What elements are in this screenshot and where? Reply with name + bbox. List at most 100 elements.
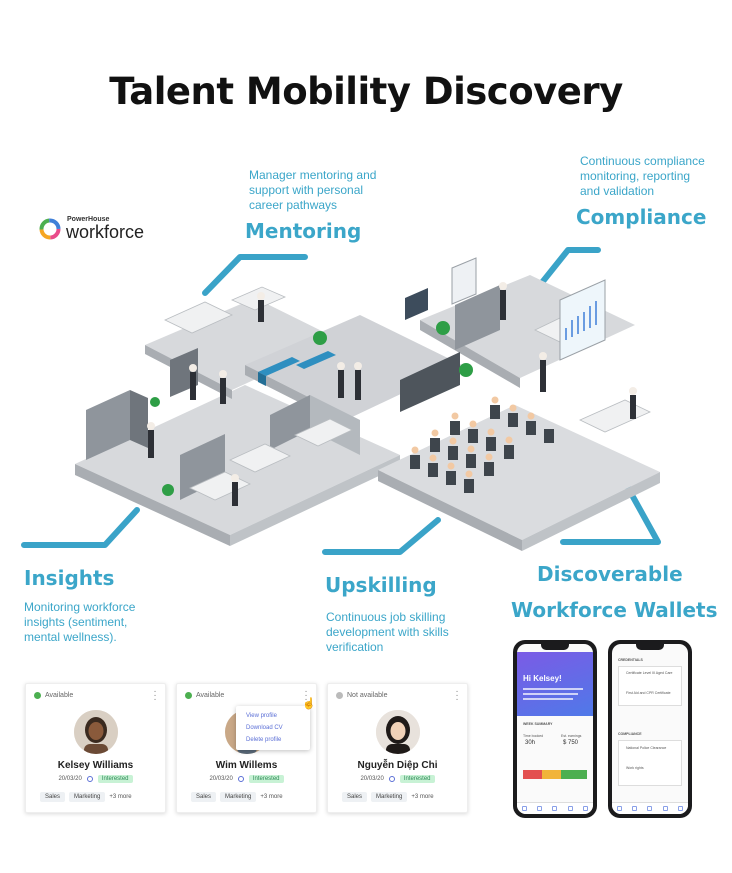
logo-big-text: workforce [66,222,145,242]
compliance-item[interactable]: Work rights [626,766,644,770]
calendar-tab-icon[interactable] [647,806,653,811]
more-tags-link[interactable]: +3 more [260,794,283,800]
profile-meta: 20/03/20 Interested [177,775,316,783]
status-badge: Interested [399,775,435,783]
page-title: Talent Mobility Discovery [109,70,623,113]
lounge [258,351,336,386]
menu-item-view-profile[interactable]: View profile [246,713,277,719]
phone-screen: CREDENTIALS Certificate Level III Aged C… [612,644,688,814]
tag: Sales [40,792,66,802]
status-badge: Interested [248,775,284,783]
upskilling-heading: Upskilling [325,573,437,597]
compliance-list [618,740,682,786]
availability-status: Available [34,692,73,699]
availability-status: Available [185,692,224,699]
tag: Sales [342,792,368,802]
desks [164,286,651,501]
phone-screen: Hi Kelsey! WEEK SUMMARY Time booked 30h … [517,644,593,814]
home-tab-icon[interactable] [617,806,623,811]
tag: Sales [191,792,217,802]
upskilling-description: Continuous job skilling development with… [326,610,449,654]
profile-card-kelsey[interactable]: Available ··· Kelsey Williams 20/03/20 I… [25,683,166,813]
phone-dashboard: Hi Kelsey! WEEK SUMMARY Time booked 30h … [513,640,597,818]
profile-name: Wim Willems [215,760,278,771]
menu-item-delete-profile[interactable]: Delete profile [246,737,282,743]
tag: Marketing [220,792,257,802]
credentials-list [618,666,682,706]
logo-ring-icon [39,218,61,239]
pointer-cursor-icon: ☝ [302,698,316,710]
bottom-tab-bar [517,802,593,814]
tag: Marketing [371,792,408,802]
credential-item[interactable]: First Aid and CPR Certificate [626,691,671,695]
classroom-chairs [410,405,554,493]
avatar-portrait-icon [376,710,420,754]
profile-name: Kelsey Williams [57,760,134,771]
profile-meta: 20/03/20 Interested [26,775,165,783]
skill-tags: Sales Marketing +3 more [191,792,283,802]
wallets-heading-line2: Workforce Wallets [511,598,718,622]
avatar-portrait-icon [74,710,118,754]
more-tags-link[interactable]: +3 more [411,794,434,800]
connector-lines [21,247,661,555]
status-badge: Interested [97,775,133,783]
home-tab-icon[interactable] [522,806,528,811]
people [147,282,637,506]
messages-tab-icon[interactable] [662,806,668,811]
compliance-heading: Compliance [576,205,707,229]
earnings-value: $ 750 [563,740,579,746]
profile-name: Nguyễn Diệp Chi [357,760,438,771]
person-icon [86,776,93,782]
greeting: Hi Kelsey! [523,674,562,683]
phone-notch [636,644,664,650]
powerhouse-logo: PowerHouse workforce [38,216,144,241]
mentoring-heading: Mentoring [245,219,362,243]
time-booked-value: 30h [525,740,536,746]
avatar [376,710,420,754]
kebab-menu-icon[interactable]: ··· [153,686,157,705]
insights-heading: Insights [24,566,115,590]
availability-status: Not available [336,692,387,699]
menu-item-download-cv[interactable]: Download CV [246,725,283,731]
welcome-banner [517,652,593,716]
profile-tab-icon[interactable] [582,806,588,811]
compliance-heading-mini: COMPLIANCE [618,732,642,736]
calendar-tab-icon[interactable] [552,806,558,811]
person-icon [237,776,244,782]
avatar [74,710,118,754]
phone-notch [541,644,569,650]
partitions [86,285,500,500]
unavailable-dot-icon [336,692,343,699]
kebab-menu-icon[interactable]: ··· [304,686,308,705]
logo-small-text: PowerHouse [67,216,110,223]
floor-slabs [75,275,660,551]
status-bar-row [523,770,588,779]
bottom-tab-bar [612,802,688,814]
kebab-menu-icon[interactable]: ··· [455,686,459,705]
skill-tags: Sales Marketing +3 more [342,792,434,802]
more-tags-link[interactable]: +3 more [109,794,132,800]
skill-tags: Sales Marketing +3 more [40,792,132,802]
jobs-tab-icon[interactable] [632,806,638,811]
plants [150,321,473,496]
tag: Marketing [69,792,106,802]
profile-meta: 20/03/20 Interested [328,775,467,783]
compliance-description: Continuous compliance monitoring, report… [580,154,705,198]
week-summary-heading: WEEK SUMMARY [523,722,553,726]
phone-credentials: CREDENTIALS Certificate Level III Aged C… [608,640,692,818]
insights-description: Monitoring workforce insights (sentiment… [24,600,136,644]
profile-context-menu: View profile Download CV Delete profile [236,706,310,750]
person-icon [388,776,395,782]
credentials-heading: CREDENTIALS [618,658,643,662]
available-dot-icon [185,692,192,699]
messages-tab-icon[interactable] [567,806,573,811]
profile-card-nguyen[interactable]: Not available ··· Nguyễn Diệp Chi 20/03/… [327,683,468,813]
wallets-heading-line1: Discoverable [537,562,683,586]
screens [405,257,606,361]
credential-item[interactable]: Certificate Level III Aged Care [626,671,673,675]
compliance-item[interactable]: National Police Clearance [626,746,667,750]
mentoring-description: Manager mentoring and support with perso… [249,168,377,212]
jobs-tab-icon[interactable] [537,806,543,811]
available-dot-icon [34,692,41,699]
profile-tab-icon[interactable] [677,806,683,811]
